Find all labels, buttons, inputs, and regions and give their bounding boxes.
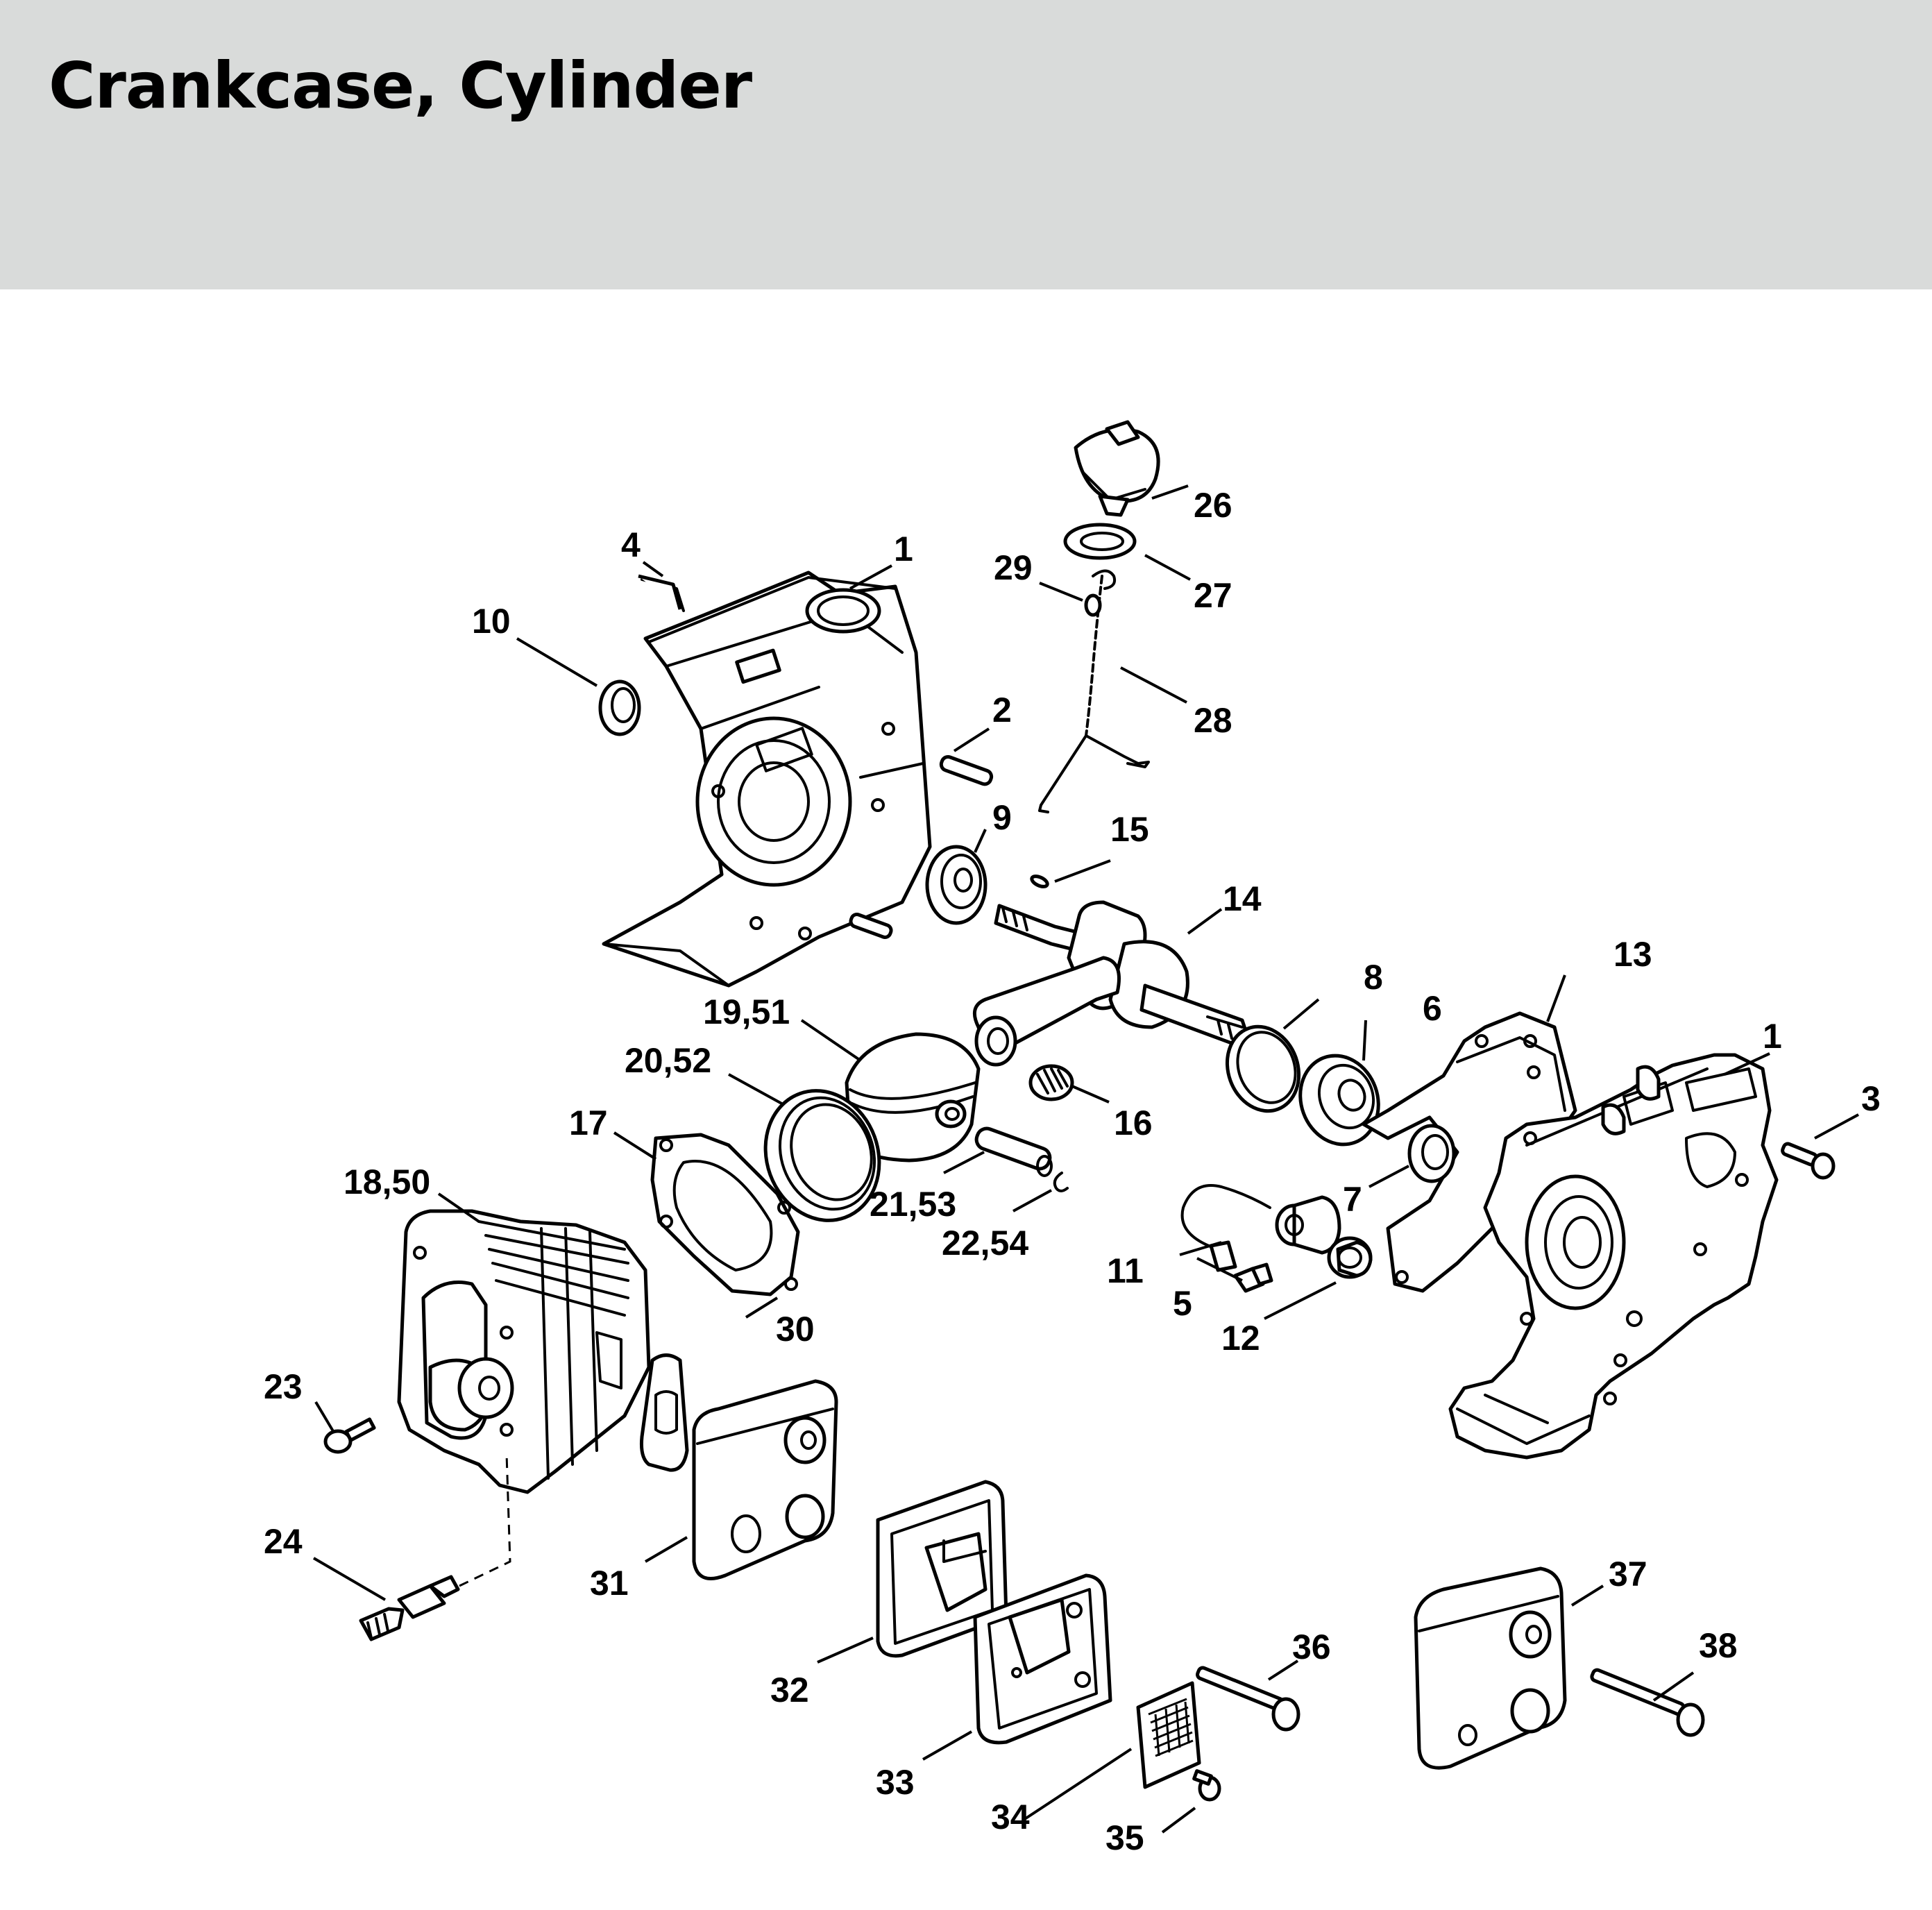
callout-13: 13 bbox=[1613, 935, 1652, 974]
callout-6: 6 bbox=[1423, 989, 1442, 1028]
screw-screen-part[interactable] bbox=[1192, 1769, 1221, 1802]
cylinder-part[interactable] bbox=[397, 1209, 651, 1494]
washer-part[interactable] bbox=[1063, 523, 1137, 560]
callout-11: 11 bbox=[1107, 1251, 1144, 1290]
clip-part[interactable] bbox=[1084, 593, 1102, 617]
rubber-boot-part[interactable] bbox=[1275, 1195, 1341, 1255]
header-band: Crankcase, Cylinder bbox=[0, 0, 1932, 289]
muffler-housing-part[interactable] bbox=[973, 1573, 1112, 1745]
muffler-screw-part[interactable] bbox=[1196, 1666, 1300, 1732]
ball-bearing-left-part[interactable] bbox=[925, 845, 988, 925]
ball-bearing-right-part[interactable] bbox=[1288, 1045, 1391, 1156]
callout-7: 7 bbox=[1343, 1180, 1362, 1219]
piston-rings-part[interactable] bbox=[747, 1074, 897, 1236]
retaining-ring-part[interactable] bbox=[1216, 1017, 1310, 1122]
muffler-alt-part[interactable] bbox=[1414, 1566, 1567, 1770]
callout-34: 34 bbox=[991, 1798, 1030, 1836]
callout-1b: 1 bbox=[1763, 1017, 1782, 1056]
callout-16: 16 bbox=[1114, 1104, 1153, 1142]
callout-29: 29 bbox=[994, 548, 1033, 587]
spark-plug-part[interactable] bbox=[359, 1575, 460, 1641]
callout-22-54: 22,54 bbox=[942, 1224, 1028, 1262]
woodruff-key-part[interactable] bbox=[1030, 874, 1049, 888]
fitting-part[interactable] bbox=[1233, 1262, 1273, 1293]
callout-33: 33 bbox=[876, 1763, 915, 1802]
impulse-hose-part[interactable] bbox=[1180, 1184, 1271, 1272]
oil-tank-cap-part[interactable] bbox=[1074, 420, 1160, 517]
callout-19-51: 19,51 bbox=[703, 992, 790, 1031]
snap-ring-part[interactable] bbox=[1053, 1172, 1069, 1192]
dowel-pin-part[interactable] bbox=[849, 754, 994, 939]
baffle-part[interactable] bbox=[876, 1480, 1008, 1658]
callout-27: 27 bbox=[1194, 576, 1232, 615]
piston-part[interactable] bbox=[845, 1032, 981, 1163]
crankcase-left-part[interactable] bbox=[602, 571, 932, 988]
callout-24: 24 bbox=[264, 1522, 303, 1561]
callout-37: 37 bbox=[1609, 1555, 1647, 1594]
callout-20-52: 20,52 bbox=[625, 1041, 711, 1080]
leader-lines bbox=[312, 484, 1859, 1834]
needle-cage-part[interactable] bbox=[1028, 1064, 1074, 1101]
screw-crankcase-part[interactable] bbox=[1781, 1142, 1836, 1180]
callout-17: 17 bbox=[569, 1104, 608, 1142]
callout-5: 5 bbox=[1173, 1284, 1192, 1323]
oil-seal-left-part[interactable] bbox=[598, 679, 641, 736]
callout-18-50: 18,50 bbox=[344, 1163, 430, 1201]
callout-14: 14 bbox=[1223, 879, 1262, 918]
piston-pin-part[interactable] bbox=[974, 1126, 1053, 1177]
spark-arresting-screen-part[interactable] bbox=[1136, 1681, 1201, 1789]
callout-32: 32 bbox=[770, 1671, 809, 1709]
callout-9: 9 bbox=[992, 798, 1012, 837]
callout-10: 10 bbox=[472, 602, 511, 641]
muffler-alt-screw-part[interactable] bbox=[1590, 1668, 1705, 1737]
cylinder-gasket-part[interactable] bbox=[650, 1133, 800, 1296]
callout-labels: 1 1 2 3 4 5 6 7 8 9 10 11 12 13 14 15 16… bbox=[264, 486, 1881, 1857]
callout-31: 31 bbox=[590, 1564, 629, 1603]
callout-21-53: 21,53 bbox=[870, 1185, 956, 1224]
muffler-part[interactable] bbox=[692, 1379, 838, 1580]
callout-26: 26 bbox=[1194, 486, 1232, 525]
callout-12: 12 bbox=[1221, 1319, 1260, 1358]
callout-28: 28 bbox=[1194, 701, 1232, 740]
callout-23: 23 bbox=[264, 1367, 303, 1406]
crankcase-right-part[interactable] bbox=[1448, 1053, 1779, 1460]
crankshaft-part[interactable] bbox=[972, 900, 1251, 1067]
oil-seal-right-part[interactable] bbox=[1407, 1124, 1456, 1183]
callout-2: 2 bbox=[992, 691, 1012, 729]
callout-36: 36 bbox=[1292, 1628, 1331, 1666]
callout-8: 8 bbox=[1364, 958, 1383, 997]
callout-1a: 1 bbox=[894, 530, 913, 568]
callout-4: 4 bbox=[621, 525, 641, 564]
needle-sleeve-part[interactable] bbox=[1327, 1236, 1373, 1279]
callout-35: 35 bbox=[1105, 1818, 1144, 1857]
spark-plug-guide-line bbox=[459, 1453, 511, 1587]
callout-3: 3 bbox=[1861, 1079, 1881, 1118]
muffler-gasket-part[interactable] bbox=[640, 1353, 689, 1472]
screw-cylinder-part[interactable] bbox=[323, 1417, 376, 1454]
elbow-connector-part[interactable] bbox=[638, 574, 685, 612]
page-title: Crankcase, Cylinder bbox=[49, 49, 752, 123]
callout-30: 30 bbox=[776, 1310, 815, 1349]
callout-15: 15 bbox=[1110, 810, 1149, 849]
callout-38: 38 bbox=[1699, 1626, 1738, 1665]
